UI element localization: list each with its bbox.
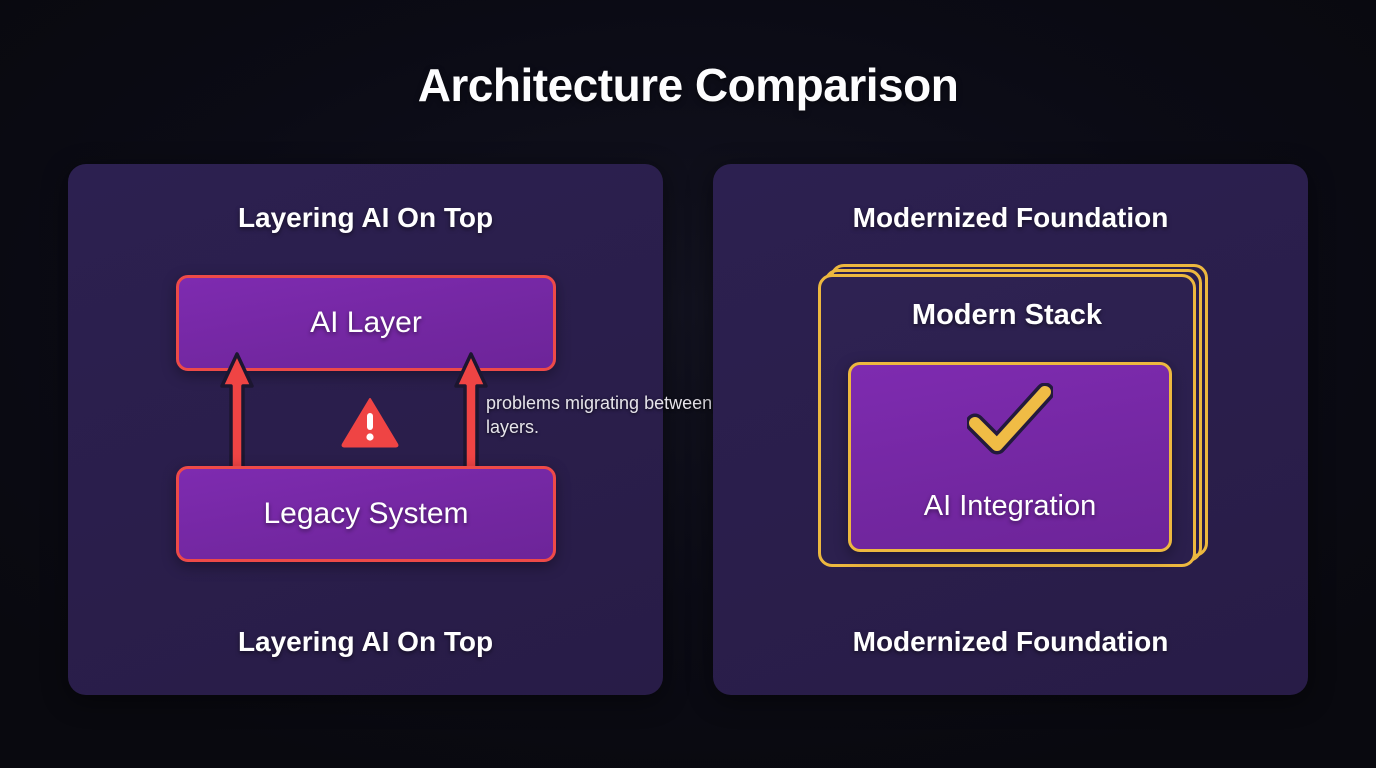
panel-layering-ai-on-top: Layering AI On Top AI Layer problems mig… — [68, 164, 712, 695]
legacy-system-box: Legacy System — [176, 466, 556, 562]
stack-layer-front: Modern Stack AI Integration — [818, 274, 1196, 567]
panel-modernized-foundation: Modernized Foundation Modern Stack AI In… — [713, 164, 1308, 695]
modern-stack-label: Modern Stack — [911, 299, 1103, 331]
arrow-up-icon — [220, 352, 254, 470]
panel-heading-left: Layering AI On Top — [237, 202, 494, 233]
panel-heading-right: Modernized Foundation — [852, 202, 1169, 233]
ai-integration-label: AI Integration — [923, 490, 1097, 522]
modern-stack-group: Modern Stack AI Integration — [818, 264, 1208, 569]
panel-caption-right: Modernized Foundation — [852, 626, 1169, 657]
panel-caption-left: Layering AI On Top — [237, 626, 494, 657]
page-title: Architecture Comparison — [417, 59, 959, 111]
ai-layer-label: AI Layer — [310, 306, 422, 339]
ai-integration-box: AI Integration — [848, 362, 1172, 552]
arrow-up-icon — [454, 352, 488, 470]
check-mark-icon — [967, 383, 1053, 455]
legacy-system-label: Legacy System — [263, 497, 469, 530]
annotation-problems-migrating: problems migrating between layers. — [486, 393, 713, 437]
warning-triangle-icon — [341, 398, 399, 448]
